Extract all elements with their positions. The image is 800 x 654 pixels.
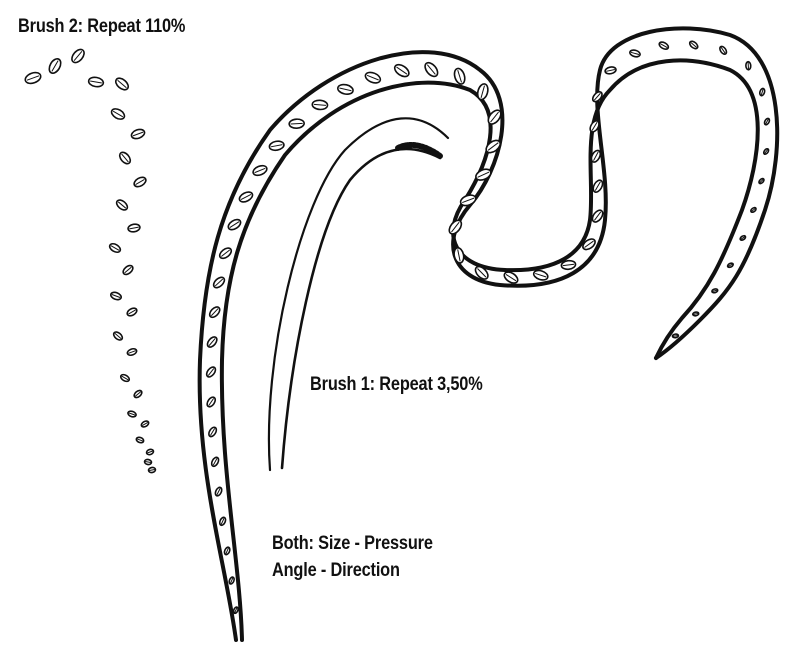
leaf-icon — [762, 147, 770, 156]
leaf-icon — [87, 76, 105, 88]
leaf-icon — [118, 151, 132, 165]
leaf-icon — [218, 247, 233, 260]
leaf-icon — [135, 436, 145, 444]
leaf-icon — [24, 71, 42, 85]
leaf-icon — [582, 238, 596, 251]
leaf-icon — [758, 177, 765, 185]
leaf-icon — [424, 61, 439, 78]
leaf-icon — [119, 373, 131, 383]
leaf-icon — [711, 288, 719, 294]
brush2-scatter-leaves — [24, 48, 157, 474]
leaf-icon — [745, 60, 752, 71]
leaf-icon — [212, 276, 226, 289]
leaf-icon — [108, 242, 122, 254]
leaf-icon — [208, 426, 218, 438]
leaf-icon — [719, 45, 728, 55]
leaf-icon — [688, 40, 699, 50]
leaf-icon — [48, 58, 62, 74]
leaf-icon — [205, 366, 217, 378]
leaf-icon — [448, 219, 463, 235]
leaf-icon — [503, 271, 519, 284]
leaf-icon — [589, 120, 600, 133]
leaf-icon — [127, 410, 137, 418]
leaf-icon — [206, 396, 217, 408]
leaf-icon — [474, 265, 489, 280]
leaf-icon — [126, 307, 138, 317]
leaf-icon — [232, 606, 239, 615]
leaf-icon — [393, 63, 410, 78]
leaf-icon — [147, 466, 157, 474]
leaf-icon — [140, 420, 150, 428]
leaf-icon — [475, 168, 492, 181]
leaf-icon — [691, 311, 700, 317]
leaf-icon — [127, 223, 141, 233]
leaf-icon — [487, 109, 502, 125]
leaf-icon — [109, 291, 123, 301]
leaf-icon — [658, 41, 670, 50]
brush1-label: Brush 1: Repeat 3,50% — [310, 374, 483, 395]
brush2-rope-band — [197, 26, 780, 642]
leaf-icon — [130, 128, 146, 140]
leaf-icon — [485, 139, 501, 154]
leaf-icon — [112, 331, 124, 341]
leaf-icon — [453, 67, 466, 85]
leaf-icon — [532, 269, 549, 281]
leaf-icon — [228, 576, 235, 585]
leaf-icon — [210, 456, 220, 468]
leaf-icon — [145, 448, 155, 456]
leaf-icon — [671, 333, 680, 339]
brush1-stroke — [267, 117, 450, 472]
leaf-icon — [591, 209, 604, 223]
leaf-icon — [453, 246, 465, 264]
brush2-label: Brush 2: Repeat 110% — [18, 16, 186, 37]
leaf-icon — [218, 516, 227, 527]
leaf-icon — [739, 234, 747, 242]
leaf-icon — [591, 91, 603, 103]
leaf-icon — [227, 218, 242, 231]
both-settings-label-line2: Angle - Direction — [272, 560, 400, 581]
leaf-icon — [476, 83, 489, 101]
leaf-icon — [750, 206, 757, 214]
leaf-icon — [459, 194, 477, 207]
leaf-icon — [214, 486, 223, 497]
leaf-icon — [122, 264, 134, 276]
leaf-icon — [208, 306, 221, 319]
leaf-icon — [238, 191, 254, 203]
leaf-icon — [288, 118, 305, 129]
leaf-icon — [726, 262, 735, 269]
leaf-icon — [604, 66, 617, 75]
leaf-icon — [133, 176, 147, 188]
leaf-icon — [143, 458, 153, 466]
leaf-icon — [311, 99, 329, 111]
leaf-icon — [592, 179, 604, 193]
leaf-icon — [223, 546, 231, 556]
leaf-icon — [268, 140, 285, 152]
leaf-icon — [337, 83, 354, 96]
leaf-icon — [758, 87, 766, 97]
leaf-icon — [133, 389, 143, 399]
leaf-icon — [71, 48, 85, 64]
both-settings-label: Both: Size - Pressure — [272, 533, 433, 554]
leaf-icon — [364, 71, 382, 84]
brush2-rope-leaves — [205, 40, 771, 615]
leaf-icon — [114, 77, 130, 91]
leaf-icon — [590, 149, 602, 163]
leaf-icon — [110, 108, 126, 120]
leaf-icon — [560, 259, 577, 271]
leaf-icon — [252, 164, 268, 177]
leaf-icon — [206, 336, 218, 348]
leaf-icon — [629, 49, 641, 58]
leaf-icon — [115, 199, 129, 211]
leaf-icon — [763, 117, 771, 126]
leaf-icon — [126, 347, 138, 357]
